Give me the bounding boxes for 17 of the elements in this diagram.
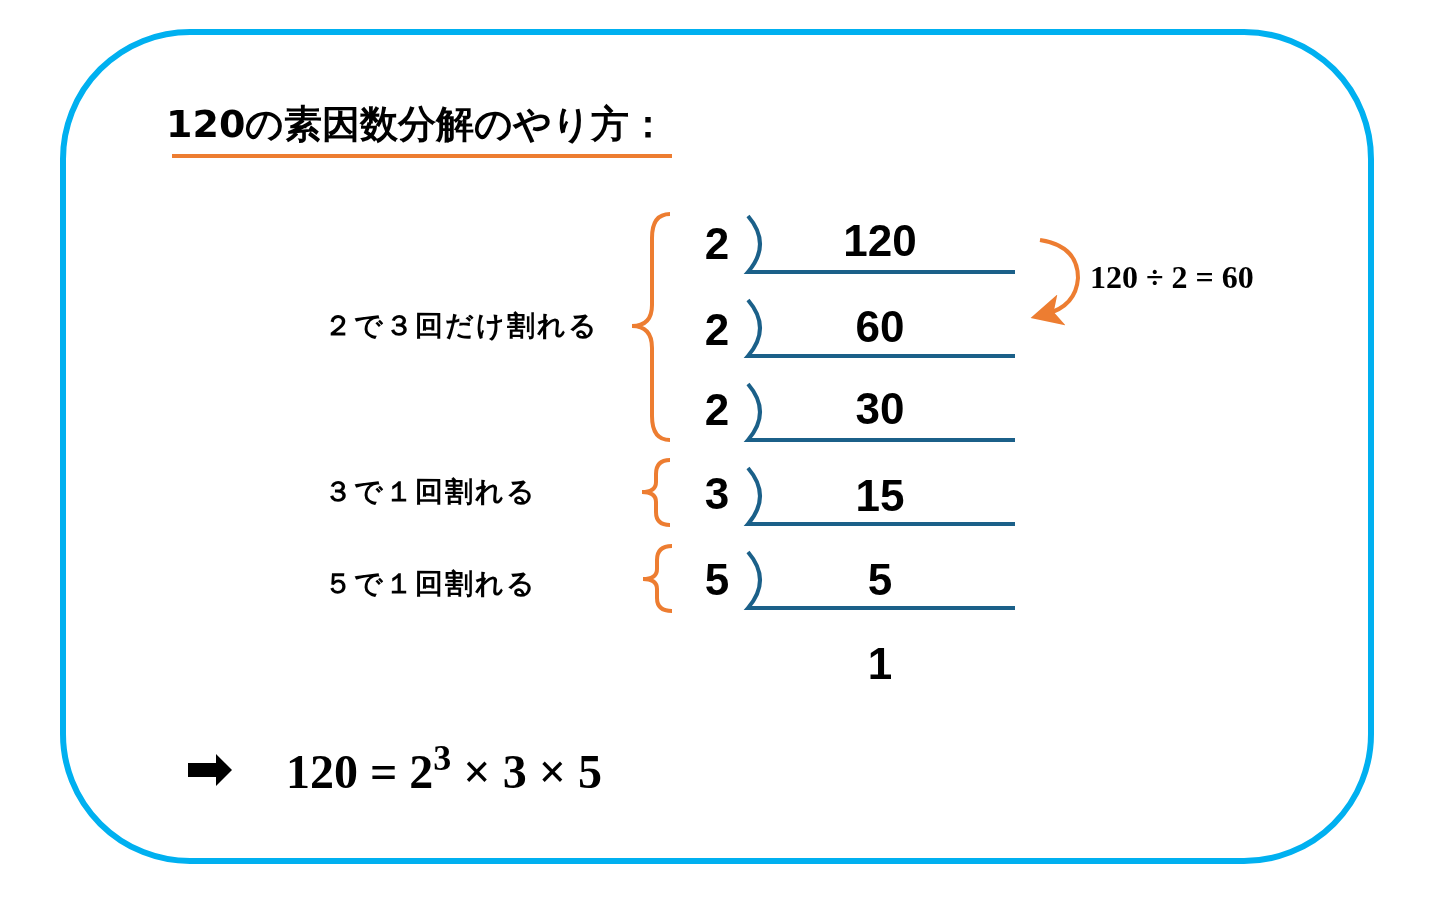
divisor-number: 5 (704, 558, 730, 602)
divisor-number: 3 (704, 472, 730, 516)
quotient-number: 30 (855, 387, 905, 431)
divisor-number: 2 (704, 308, 730, 352)
heading: 120の素因数分解のやり方： (166, 105, 668, 143)
annotation-text: ５で１回割れる (324, 570, 537, 598)
quotient-number: 60 (855, 305, 905, 349)
quotient-number: 15 (855, 474, 905, 518)
divisor-number: 2 (704, 222, 730, 266)
quotient-number: 120 (843, 219, 917, 263)
quotient-number: 1 (867, 642, 893, 686)
calculation-note: 120 ÷ 2 = 60 (1090, 261, 1254, 293)
quotient-number: 5 (867, 558, 893, 602)
annotation-text: ２で３回だけ割れる (324, 312, 599, 340)
annotation-text: ３で１回割れる (324, 478, 537, 506)
divisor-number: 2 (704, 388, 730, 432)
result-formula: 120 = 2$^{3}$ × 3 × 5 (286, 748, 603, 796)
